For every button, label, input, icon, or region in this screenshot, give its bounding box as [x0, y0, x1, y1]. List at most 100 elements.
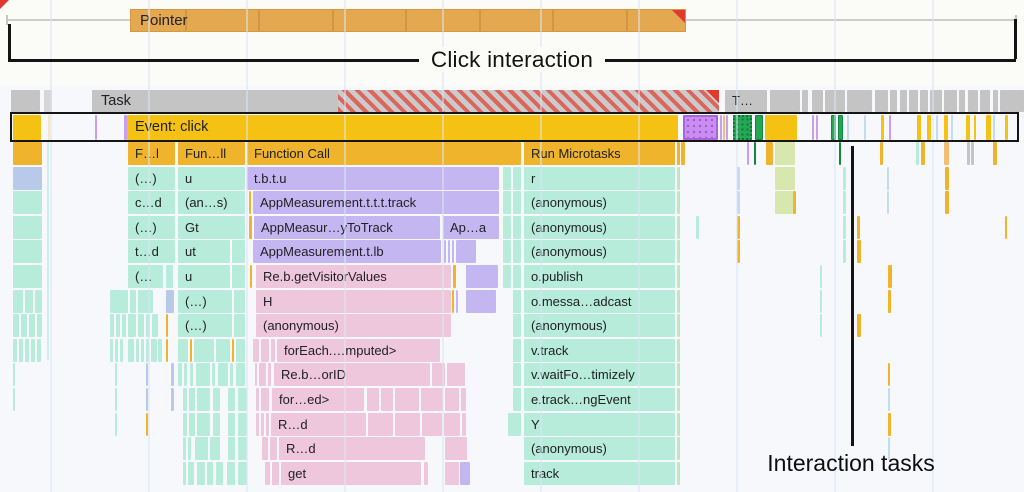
flame-bar-appmeasurement-t-lb[interactable]: AppMeasurement.t.lb [253, 240, 441, 263]
flame-bar[interactable] [256, 388, 259, 411]
flame-bar[interactable] [227, 462, 235, 485]
flame-bar[interactable] [195, 437, 208, 460]
flame-bar--[interactable]: (… [128, 265, 163, 288]
flame-bar[interactable] [422, 413, 442, 436]
flame-bar[interactable] [802, 90, 808, 112]
flame-bar[interactable] [266, 413, 269, 436]
flame-bar[interactable] [812, 115, 814, 140]
flame-bar[interactable] [207, 462, 213, 485]
flame-bar[interactable] [456, 290, 458, 313]
flame-bar[interactable] [130, 290, 136, 313]
flame-bar[interactable] [188, 462, 194, 485]
flame-bar[interactable] [936, 115, 938, 140]
flame-bar[interactable] [945, 167, 949, 190]
flame-bar[interactable] [445, 437, 467, 460]
flame-bar[interactable] [19, 339, 23, 362]
flame-bar[interactable] [959, 90, 965, 112]
flame-bar[interactable] [249, 216, 252, 239]
flame-bar[interactable] [432, 363, 445, 386]
flame-bar[interactable] [183, 413, 187, 436]
flame-bar--[interactable]: (…) [128, 216, 175, 239]
flame-bar[interactable] [677, 191, 680, 214]
flame-bar-gt[interactable]: Gt [178, 216, 245, 239]
flame-bar[interactable] [232, 265, 245, 288]
flame-bar[interactable] [116, 314, 120, 337]
flame-bar[interactable] [171, 363, 174, 386]
flame-bar[interactable] [513, 216, 521, 239]
flame-bar[interactable] [677, 240, 680, 263]
flame-bar[interactable] [513, 265, 521, 288]
flame-bar[interactable] [183, 462, 186, 485]
flame-bar[interactable] [146, 388, 148, 411]
flame-bar[interactable] [146, 339, 149, 362]
flame-bar[interactable] [268, 363, 271, 386]
flame-bar[interactable] [726, 115, 728, 140]
flame-bar[interactable] [881, 115, 884, 140]
flame-bar-appmeasurement-t-t-t-track[interactable]: AppMeasurement.t.t.t.track [253, 191, 499, 214]
flame-bar[interactable] [13, 240, 42, 263]
flame-bar-for-ed-[interactable]: for…ed> [272, 388, 364, 411]
pointer-interaction-bar[interactable]: Pointer [130, 9, 686, 32]
flame-bar[interactable] [395, 388, 419, 411]
flame-bar[interactable] [234, 314, 245, 337]
flame-bar[interactable] [13, 265, 42, 288]
flame-bar[interactable] [238, 437, 247, 460]
flame-bar[interactable] [453, 265, 456, 288]
flame-bar[interactable] [166, 339, 168, 362]
flame-bar-o-messa-adcast[interactable]: o.messa…adcast [524, 290, 675, 313]
flame-bar[interactable] [857, 216, 860, 239]
flame-bar[interactable] [755, 115, 763, 140]
flame-bar[interactable] [31, 339, 35, 362]
flame-bar[interactable] [196, 363, 210, 386]
flame-bar[interactable] [820, 290, 822, 313]
flame-bar[interactable] [966, 115, 970, 140]
flame-bar--anonymous-[interactable]: (anonymous) [524, 240, 675, 263]
flame-bar[interactable] [737, 240, 740, 263]
flame-bar[interactable] [218, 363, 228, 386]
flame-bar[interactable] [513, 339, 521, 362]
flame-bar[interactable] [234, 290, 245, 313]
flame-bar[interactable] [146, 314, 150, 337]
flame-bar[interactable] [770, 90, 800, 112]
flame-bar[interactable] [737, 191, 740, 214]
flame-bar[interactable] [513, 240, 521, 263]
flame-bar[interactable] [831, 115, 836, 140]
flame-bar[interactable] [460, 462, 470, 485]
flame-bar[interactable] [720, 115, 722, 140]
flame-bar[interactable] [971, 142, 974, 165]
flame-bar[interactable] [967, 142, 970, 165]
flame-bar[interactable] [930, 90, 942, 112]
flame-bar[interactable] [261, 339, 269, 362]
flame-bar[interactable] [271, 339, 275, 362]
flame-bar[interactable] [513, 314, 521, 337]
flame-bar[interactable] [25, 290, 33, 313]
flame-bar[interactable] [793, 191, 796, 214]
flame-bar[interactable] [677, 462, 680, 485]
flame-bar[interactable] [737, 216, 740, 239]
flame-bar[interactable] [993, 142, 997, 165]
flame-bar[interactable] [887, 167, 889, 190]
flame-bar[interactable] [238, 462, 247, 485]
flame-bar[interactable] [37, 314, 42, 337]
flame-bar-r[interactable]: r [524, 167, 675, 190]
flame-bar[interactable] [236, 339, 245, 362]
flame-bar-re-b-orid[interactable]: Re.b…orID [274, 363, 430, 386]
flame-bar[interactable] [980, 90, 990, 112]
flame-bar[interactable] [13, 388, 15, 411]
flame-bar-ap-a[interactable]: Ap…a [443, 216, 499, 239]
flame-bar-t-b-t-u[interactable]: t.b.t.u [247, 167, 499, 190]
flame-bar[interactable] [124, 115, 127, 140]
flame-bar[interactable] [138, 290, 153, 313]
flame-bar[interactable] [110, 314, 114, 337]
flame-bar-v-waitfo-timizely[interactable]: v.waitFo…timizely [524, 363, 675, 386]
flame-bar[interactable] [775, 167, 795, 190]
flame-bar--anonymous-[interactable]: (anonymous) [524, 216, 675, 239]
flame-bar[interactable] [1005, 115, 1008, 140]
flame-bar[interactable] [48, 115, 50, 140]
flame-bar-v-track[interactable]: v.track [524, 339, 675, 362]
flame-bar[interactable] [110, 290, 128, 313]
flame-bar[interactable] [13, 363, 15, 386]
flame-bar[interactable] [29, 314, 35, 337]
flame-bar[interactable] [754, 142, 756, 165]
flame-bar[interactable] [839, 142, 841, 165]
